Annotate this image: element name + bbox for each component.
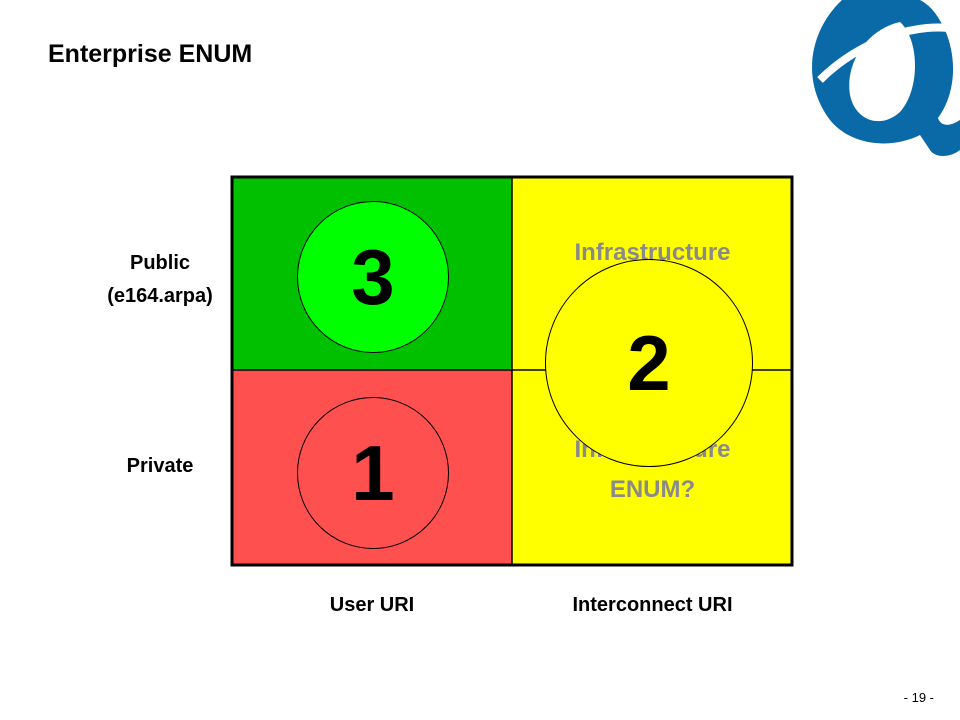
circle-3-label: 3 [351,232,395,321]
row-label-private: Private [126,455,194,477]
column-label-interconnect-uri: Interconnect URI [572,594,733,616]
circle-1-label: 1 [351,428,395,517]
slide-title: Enterprise ENUM [48,40,253,68]
circle-1: 1 [297,397,449,549]
circle-3: 3 [297,201,449,353]
circle-2-label: 2 [627,318,671,407]
column-label-user-uri: User URI [329,594,415,616]
row-label-public-sub: (e164.arpa) [107,285,213,307]
row-label-public: Public [129,252,190,274]
quadrant-label-private-interconnect-line2: ENUM? [609,476,696,503]
globe-logo-icon [812,0,960,156]
circle-2: 2 [545,259,753,467]
page-number: - 19 - [903,690,934,705]
